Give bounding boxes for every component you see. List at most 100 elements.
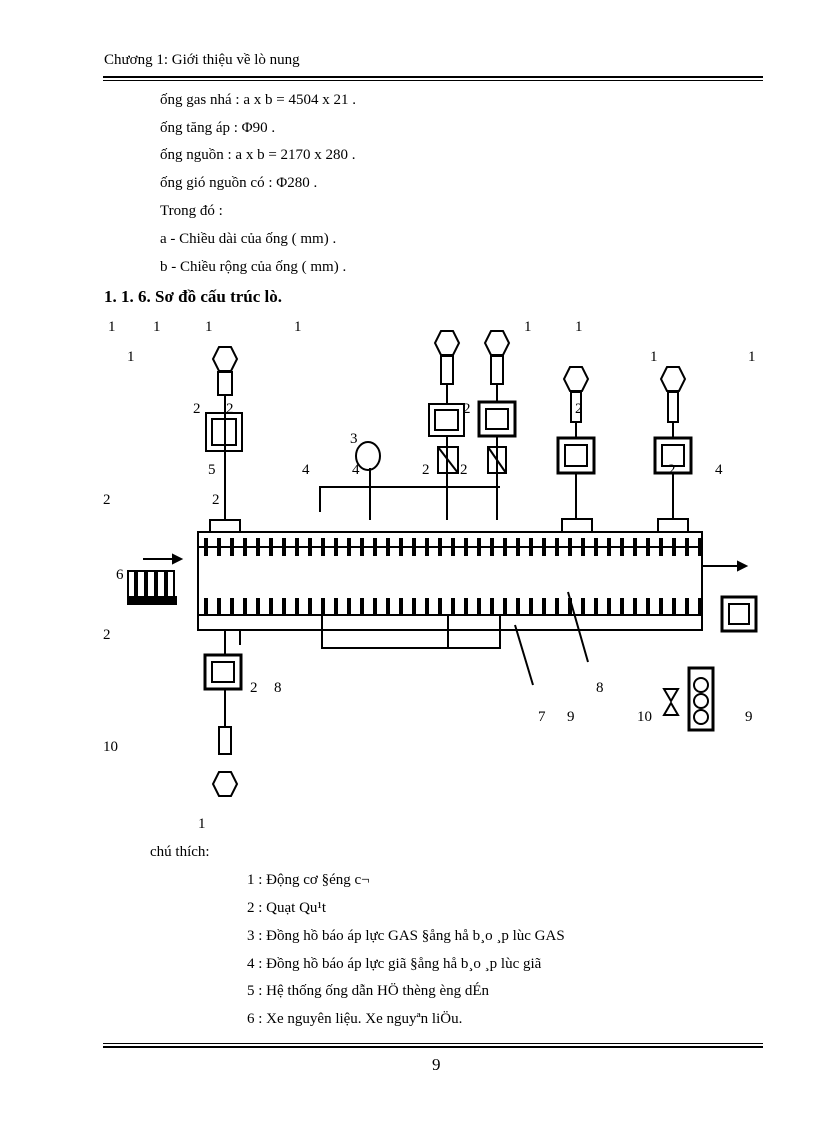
- diagram-label: 1: [108, 319, 116, 335]
- roller-tick: [295, 538, 299, 556]
- diagram-label: 2: [460, 462, 468, 478]
- roller-tick: [646, 598, 650, 616]
- roller-tick: [360, 598, 364, 616]
- roller-tick: [568, 538, 572, 556]
- roller-tick: [698, 598, 702, 616]
- diagram-label: 1: [748, 349, 756, 365]
- diagram-label: 3: [350, 431, 358, 447]
- diagram-label: 1: [650, 349, 658, 365]
- roller-tick: [321, 538, 325, 556]
- diagram-label: 9: [567, 709, 575, 725]
- roller-tick: [256, 598, 260, 616]
- diagram-label: 2: [226, 401, 234, 417]
- roller-tick: [334, 598, 338, 616]
- diagram-label: 2: [575, 401, 583, 417]
- spec-line: a - Chiều dài của ống ( mm) .: [160, 231, 337, 247]
- spec-line: Trong đó :: [160, 203, 223, 219]
- footer-rule-thin: [103, 1043, 763, 1044]
- roller-tick: [269, 538, 273, 556]
- roller-tick: [490, 538, 494, 556]
- roller-tick: [503, 538, 507, 556]
- diagram-label: 10: [637, 709, 652, 725]
- roller-tick: [243, 598, 247, 616]
- legend-item: 5 : Hệ thống ống dẫn HÖ thèng èng dÉn: [247, 983, 490, 999]
- roller-tick: [685, 538, 689, 556]
- page-number: 9: [432, 1055, 441, 1074]
- diagram-label: 2: [250, 680, 258, 696]
- roller-tick: [347, 598, 351, 616]
- roller-tick: [516, 598, 520, 616]
- diagram-label: 9: [745, 709, 753, 725]
- diagram-label: 7: [538, 709, 546, 725]
- roller-tick: [386, 538, 390, 556]
- diagram-label: 1: [205, 319, 213, 335]
- diagram-label: 4: [352, 462, 360, 478]
- spec-line: b - Chiều rộng của ống ( mm) .: [160, 259, 347, 275]
- roller-tick: [451, 598, 455, 616]
- roller-tick: [620, 598, 624, 616]
- roller-tick: [386, 598, 390, 616]
- diagram-label: 2: [193, 401, 201, 417]
- chapter-header: Chương 1: Giới thiệu về lò nung: [104, 52, 300, 68]
- kiln-body: [197, 531, 703, 631]
- diagram-label: 6: [116, 567, 124, 583]
- legend-item: 6 : Xe nguyên liệu. Xe nguyªn liÖu.: [247, 1011, 463, 1027]
- spec-line: ống nguồn : a x b = 2170 x 280 .: [160, 147, 356, 163]
- diagram-label: 2: [463, 401, 471, 417]
- roller-tick: [490, 598, 494, 616]
- roller-tick: [607, 538, 611, 556]
- roller-tick: [373, 538, 377, 556]
- roller-tick: [542, 598, 546, 616]
- diagram-label: 4: [715, 462, 723, 478]
- roller-tick: [295, 598, 299, 616]
- roller-tick: [256, 538, 260, 556]
- roller-tick: [659, 538, 663, 556]
- roller-tick: [360, 538, 364, 556]
- legend-title: chú thích:: [150, 844, 210, 860]
- diagram-label: 2: [212, 492, 220, 508]
- roller-tick: [633, 538, 637, 556]
- roller-tick: [243, 538, 247, 556]
- roller-tick: [594, 598, 598, 616]
- roller-tick: [516, 538, 520, 556]
- roller-tick: [334, 538, 338, 556]
- roller-tick: [217, 598, 221, 616]
- roller-tick: [555, 538, 559, 556]
- diagram-label: 1: [198, 816, 206, 832]
- roller-tick: [464, 538, 468, 556]
- spec-line: ống gió nguồn có : Φ280 .: [160, 175, 318, 191]
- roller-tick: [347, 538, 351, 556]
- roller-tick: [321, 598, 325, 616]
- roller-tick: [451, 538, 455, 556]
- roller-tick: [438, 598, 442, 616]
- diagram-label: 1: [153, 319, 161, 335]
- diagram-label: 1: [294, 319, 302, 335]
- roller-tick: [672, 538, 676, 556]
- roller-tick: [620, 538, 624, 556]
- roller-tick: [477, 598, 481, 616]
- roller-tick: [282, 538, 286, 556]
- roller-tick: [308, 598, 312, 616]
- gas-gauge-icon: [355, 441, 381, 471]
- roller-tick: [464, 598, 468, 616]
- diagram-label: 2: [103, 627, 111, 643]
- diagram-label: 2: [668, 462, 676, 478]
- diagram-label: 1: [127, 349, 135, 365]
- diagram-label: 1: [575, 319, 583, 335]
- roller-tick: [230, 598, 234, 616]
- roller-tick: [269, 598, 273, 616]
- header-rule-thin: [103, 80, 763, 81]
- legend-item: 2 : Quạt Qu¹t: [247, 900, 327, 916]
- roller-tick: [529, 598, 533, 616]
- spec-line: ống gas nhá : a x b = 4504 x 21 .: [160, 92, 356, 108]
- roller-tick: [594, 538, 598, 556]
- roller-tick: [282, 598, 286, 616]
- legend-item: 3 : Đồng hồ báo áp lực GAS §ång hå b¸o ¸…: [247, 928, 565, 944]
- roller-tick: [204, 538, 208, 556]
- roller-tick: [555, 598, 559, 616]
- legend-item: 1 : Động cơ §éng c¬: [247, 872, 370, 888]
- roller-tick: [529, 538, 533, 556]
- roller-tick: [308, 538, 312, 556]
- roller-tick: [685, 598, 689, 616]
